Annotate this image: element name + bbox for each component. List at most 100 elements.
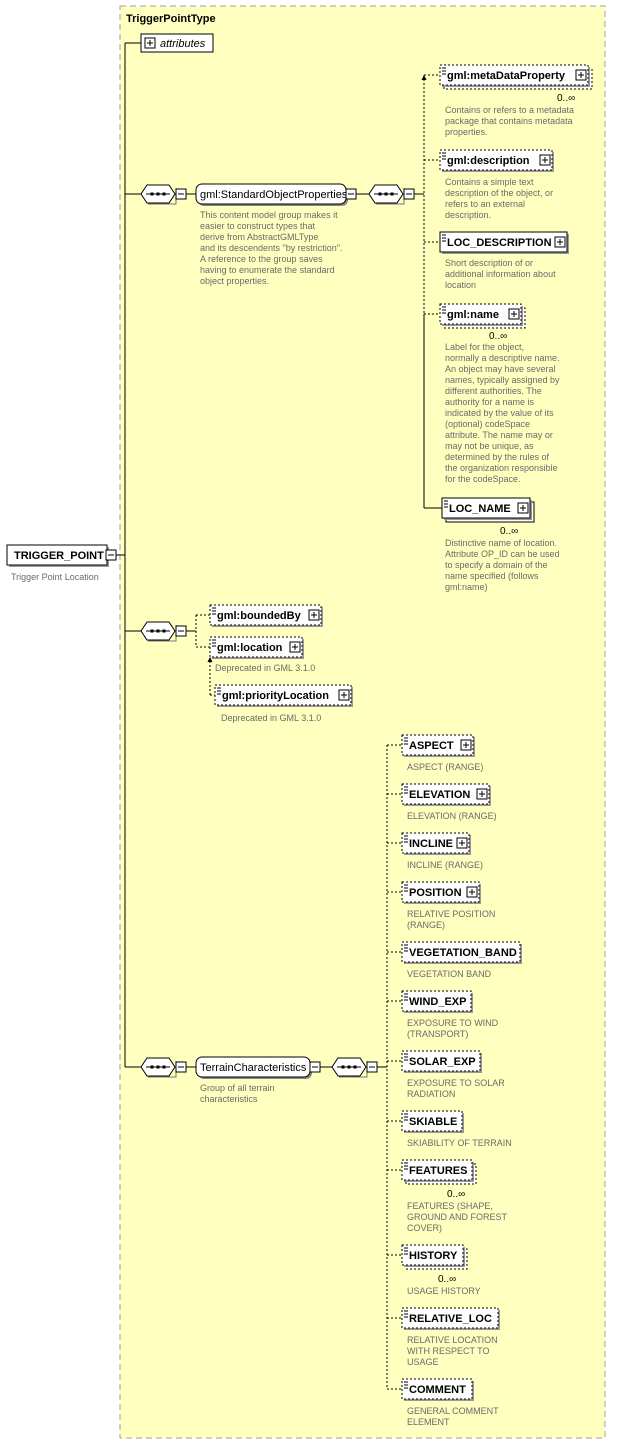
terrain-element-4[interactable]: [401, 941, 521, 963]
standard-element-description: name specified (follows: [445, 571, 539, 581]
terrain-element-11[interactable]: [401, 1378, 473, 1400]
terrain-element-4-label: VEGETATION_BAND: [409, 947, 517, 959]
standard-element-description: normally a descriptive name.: [445, 353, 560, 363]
terrain-element-description: RELATIVE POSITION: [407, 909, 495, 919]
standard-element-description: (optional) codeSpace: [445, 419, 530, 429]
terrain-element-7-label: SKIABLE: [409, 1116, 457, 1128]
location-element-2-label: gml:priorityLocation: [222, 690, 329, 702]
standard-element-4[interactable]: [441, 497, 531, 519]
terrain-element-7[interactable]: [401, 1110, 463, 1132]
sequence-compositor-icon[interactable]: [140, 1057, 177, 1078]
terrain-element-0[interactable]: [401, 734, 474, 756]
terrain-element-5-label: WIND_EXP: [409, 996, 466, 1008]
location-element-0[interactable]: [209, 604, 322, 626]
terrain-element-description: (TRANSPORT): [407, 1029, 468, 1039]
sequence-dot: [384, 192, 388, 196]
sequence-dot: [347, 1065, 351, 1069]
location-element-0-label: gml:boundedBy: [217, 610, 302, 622]
standard-group-description: derive from AbstractGMLType: [200, 232, 318, 242]
terrain-element-description: GROUND AND FOREST: [407, 1212, 508, 1222]
standard-element-description: An object may have several: [445, 364, 556, 374]
terrain-element-8-label: FEATURES: [409, 1165, 467, 1177]
standard-element-description: package that contains metadata: [445, 116, 573, 126]
location-element-description: Deprecated in GML 3.1.0: [221, 713, 321, 723]
location-element-description: Deprecated in GML 3.1.0: [215, 663, 315, 673]
terrain-element-6-label: SOLAR_EXP: [409, 1056, 476, 1068]
terrain-element-description: USAGE HISTORY: [407, 1286, 481, 1296]
standard-element-description: description of the object, or: [445, 188, 553, 198]
terrain-element-description: VEGETATION BAND: [407, 969, 492, 979]
standard-element-1[interactable]: [439, 149, 553, 171]
sequence-dot: [341, 1065, 345, 1069]
standard-object-properties-group-label: gml:StandardObjectProperties: [200, 189, 348, 201]
terrain-element-description: ASPECT (RANGE): [407, 762, 483, 772]
sequence-dot: [156, 629, 160, 633]
terrain-element-description: ELEVATION (RANGE): [407, 811, 497, 821]
complex-type-container: [119, 5, 606, 1439]
terrain-element-description: USAGE: [407, 1357, 439, 1367]
location-element-2[interactable]: [214, 684, 352, 706]
terrain-element-description: EXPOSURE TO WIND: [407, 1018, 499, 1028]
location-element-1[interactable]: [209, 636, 303, 658]
sequence-dot: [156, 192, 160, 196]
standard-element-description: different authorities. The: [445, 386, 542, 396]
terrain-element-6[interactable]: [401, 1050, 481, 1072]
sequence-compositor-icon[interactable]: [368, 184, 405, 205]
standard-group-description: object properties.: [200, 276, 269, 286]
terrain-element-description: (RANGE): [407, 920, 445, 930]
terrain-element-3[interactable]: [401, 881, 480, 903]
standard-element-2[interactable]: [439, 231, 568, 253]
standard-element-description: properties.: [445, 127, 488, 137]
standard-element-description: gml:name): [445, 582, 488, 592]
sequence-dot: [150, 1065, 154, 1069]
terrain-element-9[interactable]: [401, 1244, 464, 1266]
arrow-icon: [421, 75, 427, 80]
terrain-element-1[interactable]: [401, 783, 490, 805]
terrain-characteristics-group-label: TerrainCharacteristics: [200, 1062, 307, 1074]
sequence-dot: [162, 1065, 166, 1069]
terrain-element-10[interactable]: [401, 1307, 499, 1329]
terrain-element-8[interactable]: [401, 1159, 473, 1181]
standard-element-description: location: [445, 280, 476, 290]
terrain-group-description: characteristics: [200, 1094, 258, 1104]
terrain-element-description: ELEMENT: [407, 1417, 450, 1427]
standard-element-description: Attribute OP_ID can be used: [445, 549, 560, 559]
terrain-element-2-label: INCLINE: [409, 838, 453, 850]
standard-group-description: This content model group makes it: [200, 210, 338, 220]
standard-element-0-label: gml:metaDataProperty: [447, 70, 566, 82]
standard-group-description: easier to construct types that: [200, 221, 316, 231]
terrain-element-2[interactable]: [401, 832, 470, 854]
standard-element-description: authority for a name is: [445, 397, 535, 407]
sequence-dot: [150, 192, 154, 196]
standard-element-description: Short description of or: [445, 258, 533, 268]
sequence-compositor-icon[interactable]: [331, 1057, 368, 1078]
standard-element-3[interactable]: [439, 303, 522, 325]
standard-element-0[interactable]: [439, 64, 589, 86]
standard-element-description: attribute. The name may or: [445, 430, 553, 440]
standard-group-description: A reference to the group saves: [200, 254, 323, 264]
terrain-element-11-label: COMMENT: [409, 1384, 466, 1396]
standard-element-description: Contains or refers to a metadata: [445, 105, 574, 115]
standard-element-description: additional information about: [445, 269, 556, 279]
terrain-element-1-label: ELEVATION: [409, 789, 470, 801]
cardinality-label: 0..∞: [438, 1274, 456, 1285]
cardinality-label: 0..∞: [489, 331, 507, 342]
terrain-element-description: SKIABILITY OF TERRAIN: [407, 1138, 512, 1148]
standard-element-description: to specify a domain of the: [445, 560, 548, 570]
terrain-element-5[interactable]: [401, 990, 472, 1012]
container-title: TriggerPointType: [126, 13, 216, 25]
terrain-element-description: RELATIVE LOCATION: [407, 1335, 498, 1345]
attributes-box[interactable]: [140, 33, 214, 53]
sequence-compositor-icon[interactable]: [140, 184, 177, 205]
standard-element-description: the organization responsible: [445, 463, 558, 473]
terrain-element-0-label: ASPECT: [409, 740, 454, 752]
terrain-element-9-label: HISTORY: [409, 1250, 458, 1262]
cardinality-label: 0..∞: [447, 1189, 465, 1200]
terrain-element-description: RADIATION: [407, 1089, 455, 1099]
standard-element-description: Contains a simple text: [445, 177, 534, 187]
standard-element-3-label: gml:name: [447, 309, 499, 321]
sequence-compositor-icon[interactable]: [140, 621, 177, 642]
sequence-dot: [162, 629, 166, 633]
terrain-element-description: INCLINE (RANGE): [407, 860, 483, 870]
